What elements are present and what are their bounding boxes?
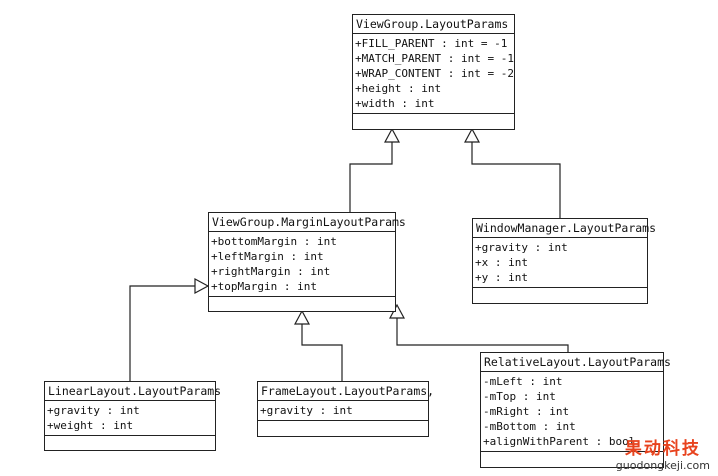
edge-windowmanager-to-layoutparams: [471, 142, 561, 218]
attribute: -mTop : int: [483, 390, 556, 403]
attribute: +x : int: [475, 256, 528, 269]
operations-compartment: [258, 421, 428, 435]
attribute: +y : int: [475, 271, 528, 284]
operations-compartment: [353, 114, 514, 128]
attribute: +bottomMargin : int: [211, 235, 337, 248]
class-name: ViewGroup.LayoutParams: [353, 15, 514, 34]
watermark-url: guodongkeji.com: [615, 459, 710, 472]
operations-compartment: [209, 297, 395, 311]
attribute-list: +gravity : int: [258, 401, 428, 421]
attribute: +FILL_PARENT : int = -1: [355, 37, 508, 50]
class-viewgroup-layoutparams: ViewGroup.LayoutParams +FILL_PARENT : in…: [352, 14, 515, 130]
attribute: +MATCH_PARENT : int = -1: [355, 52, 514, 65]
operations-compartment: [473, 288, 647, 302]
generalization-arrowhead: [383, 127, 401, 143]
class-framelayout-layoutparams: FrameLayout.LayoutParams, +gravity : int: [257, 381, 434, 437]
attribute-list: +FILL_PARENT : int = -1 +MATCH_PARENT : …: [353, 34, 514, 114]
attribute: +weight : int: [47, 419, 134, 432]
edge-relative-to-margin: [396, 318, 569, 352]
class-linearlayout-layoutparams: LinearLayout.LayoutParams +gravity : int…: [44, 381, 221, 451]
attribute: +leftMargin : int: [211, 250, 324, 263]
attribute: -mBottom : int: [483, 420, 576, 433]
attribute-list: -mLeft : int -mTop : int -mRight : int -…: [481, 372, 663, 452]
attribute-list: +gravity : int +weight : int: [45, 401, 215, 436]
generalization-arrowhead: [194, 277, 210, 295]
attribute-list: +gravity : int +x : int +y : int: [473, 238, 647, 288]
attribute: -mRight : int: [483, 405, 570, 418]
attribute: +WRAP_CONTENT : int = -2: [355, 67, 514, 80]
class-windowmanager-layoutparams: WindowManager.LayoutParams +gravity : in…: [472, 218, 656, 304]
attribute: +height : int: [355, 82, 442, 95]
attribute: +gravity : int: [47, 404, 140, 417]
class-name: ViewGroup.MarginLayoutParams: [209, 213, 406, 232]
edge-margin-to-layoutparams: [349, 142, 393, 212]
operations-compartment: [45, 436, 215, 450]
edge-linear-to-margin: [129, 285, 195, 381]
watermark: 果动科技 guodongkeji.com: [616, 434, 710, 472]
edge-frame-to-margin: [301, 324, 343, 381]
attribute: +width : int: [355, 97, 435, 110]
attribute-list: +bottomMargin : int +leftMargin : int +r…: [209, 232, 395, 297]
class-name: WindowManager.LayoutParams: [473, 219, 656, 238]
class-name: LinearLayout.LayoutParams: [45, 382, 221, 401]
generalization-arrowhead: [463, 127, 481, 143]
attribute: +alignWithParent : bool: [483, 435, 636, 448]
attribute: +topMargin : int: [211, 280, 317, 293]
class-relativelayout-layoutparams: RelativeLayout.LayoutParams -mLeft : int…: [480, 352, 671, 468]
attribute: -mLeft : int: [483, 375, 563, 388]
attribute: +gravity : int: [475, 241, 568, 254]
class-viewgroup-marginlayoutparams: ViewGroup.MarginLayoutParams +bottomMarg…: [208, 212, 406, 312]
watermark-logo: 果动科技: [624, 439, 701, 459]
class-name: RelativeLayout.LayoutParams: [481, 353, 671, 372]
attribute: +rightMargin : int: [211, 265, 331, 278]
generalization-arrowhead: [293, 309, 311, 325]
attribute: +gravity : int: [260, 404, 353, 417]
class-name: FrameLayout.LayoutParams,: [258, 382, 434, 401]
